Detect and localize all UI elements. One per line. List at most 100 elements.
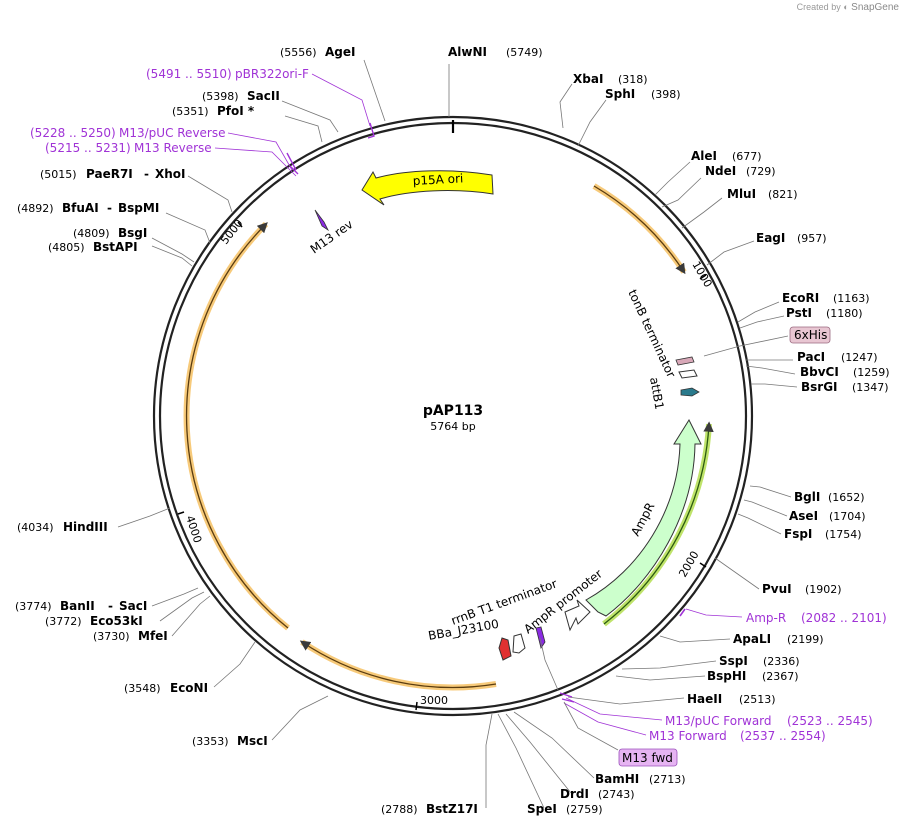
enzyme-mfei[interactable]: MfeI [138, 629, 168, 643]
leader-pfoi [284, 115, 323, 143]
enzyme-mlui[interactable]: MluI [727, 187, 756, 201]
leader-m13puc-rev [227, 132, 293, 171]
rrnb-terminator-arrow [512, 633, 526, 654]
enzyme-apali[interactable]: ApaLI [733, 632, 771, 646]
primer-pbr322ori-f[interactable]: pBR322ori-F [235, 67, 309, 81]
leader-eagi [706, 240, 755, 266]
enzyme-bsrgi[interactable]: BsrGI [801, 380, 838, 394]
primer-range-m13puc-rev: (5228 .. 5250) [30, 126, 116, 140]
primer-m13-reverse[interactable]: M13 Reverse [134, 141, 212, 155]
enzyme-pos-bsphi: (2367) [762, 670, 799, 683]
enzyme-pos-mlui: (821) [768, 188, 798, 201]
enzyme-pos-bbvci: (1259) [853, 366, 890, 379]
orf-arrow-bottom [299, 640, 497, 689]
enzyme-pfoi[interactable]: PfoI * [217, 104, 255, 118]
tick-5000: 5000 [218, 217, 245, 247]
enzyme-hindiii[interactable]: HindIII [63, 520, 108, 534]
primer-range-m13puc-fwd: (2523 .. 2545) [787, 714, 873, 728]
leader-m13-rev [214, 147, 297, 177]
ampr-arrow [585, 418, 702, 617]
enzyme-paer7i[interactable]: PaeR7I [86, 167, 133, 181]
enzyme-pos-pvui: (1902) [805, 583, 842, 596]
orf-arrow-top-right [593, 185, 686, 275]
enzyme-xhoi[interactable]: XhoI [155, 167, 186, 181]
plasmid-name: pAP113 [423, 403, 483, 419]
plasmid-length: 5764 bp [430, 420, 475, 433]
tick-mark-2000 [699, 562, 707, 568]
enzyme-econi[interactable]: EcoNI [170, 681, 208, 695]
leader-xbai [559, 83, 573, 129]
enzyme-ndei[interactable]: NdeI [705, 164, 736, 178]
enzyme-bgli[interactable]: BglI [794, 490, 820, 504]
orf-arcs [183, 183, 714, 691]
enzyme-banii[interactable]: BanII [60, 599, 95, 613]
tick-4000: 4000 [183, 514, 204, 545]
primer-m13puc-reverse[interactable]: M13/pUC Reverse [119, 126, 226, 140]
enzyme-msci[interactable]: MscI [237, 734, 268, 748]
leader-sspi [621, 660, 717, 670]
primer-range-m13-fwd: (2537 .. 2554) [740, 729, 826, 743]
his-tag-label[interactable]: 6xHis [794, 328, 827, 342]
m13-rev-label: M13 rev [308, 217, 356, 256]
enzyme-drdi[interactable]: DrdI [560, 787, 589, 801]
enzyme-pos-ndei: (729) [746, 165, 776, 178]
enzyme-sphi[interactable]: SphI [605, 87, 635, 101]
enzyme-pos-bsrgi: (1347) [852, 381, 889, 394]
enzyme-pos-msci: (3353) [192, 735, 229, 748]
enzyme-sacii[interactable]: SacII [247, 89, 280, 103]
enzyme-paci[interactable]: PacI [797, 350, 825, 364]
leader-drdi [505, 713, 572, 794]
enzyme-pvui[interactable]: PvuI [762, 582, 792, 596]
leader-spei [497, 713, 545, 809]
enzyme-pos-drdi: (2743) [598, 788, 635, 801]
p15a-ori-label: p15A ori [412, 171, 463, 188]
enzyme-pos-hindiii: (4034) [17, 521, 54, 534]
leader-pvui [714, 557, 760, 590]
enzyme-bstz17i[interactable]: BstZ17I [426, 802, 478, 816]
enzyme-pos-paci: (1247) [841, 351, 878, 364]
m13-fwd-box[interactable] [618, 748, 678, 767]
leader-bspmi [165, 212, 211, 244]
orf-arrow-left [185, 222, 289, 629]
enzyme-eagi[interactable]: EagI [756, 231, 785, 245]
m13-rev-arrow [314, 209, 330, 232]
enzyme-bspmi[interactable]: BspMI [118, 201, 159, 215]
enzyme-alwni[interactable]: AlwNI [448, 45, 487, 59]
enzyme-psti[interactable]: PstI [786, 306, 812, 320]
enzyme-saci[interactable]: SacI [119, 599, 147, 613]
enzyme-agei[interactable]: AgeI [325, 45, 355, 59]
enzyme-asei[interactable]: AseI [789, 509, 818, 523]
m13-fwd-label[interactable]: M13 fwd [622, 751, 673, 765]
primer-amp-r[interactable]: Amp-R [746, 611, 786, 625]
enzyme-bsphi[interactable]: BspHI [707, 669, 746, 683]
enzyme-pos-alwni: (5749) [506, 46, 543, 59]
enzyme-haeii[interactable]: HaeII [687, 692, 722, 706]
leader-m13fwd-feature [539, 637, 559, 691]
enzyme-pos-agei: (5556) [280, 46, 317, 59]
leader-his [703, 335, 789, 357]
enzyme-xbai[interactable]: XbaI [573, 72, 603, 86]
enzyme-bamhi[interactable]: BamHI [595, 772, 639, 786]
primer-marks [286, 122, 686, 703]
primer-m13puc-forward[interactable]: M13/pUC Forward [665, 714, 772, 728]
his-tag-box[interactable] [789, 326, 831, 344]
leader-mfei [171, 595, 211, 637]
enzyme-bbvci[interactable]: BbvCI [800, 365, 839, 379]
enzyme-alei[interactable]: AleI [691, 149, 717, 163]
enzyme-spei[interactable]: SpeI [527, 802, 557, 816]
enzyme-pos-sphi: (398) [651, 88, 681, 101]
primer-m13-forward[interactable]: M13 Forward [649, 729, 727, 743]
enzyme-eco53ki[interactable]: Eco53kI [90, 614, 143, 628]
leader-msci [271, 695, 329, 741]
enzyme-bsgi[interactable]: BsgI [118, 226, 147, 240]
enzyme-pos-sacii: (5398) [202, 90, 239, 103]
enzyme-bfuai[interactable]: BfuAI [62, 201, 99, 215]
enzyme-sspi[interactable]: SspI [719, 654, 748, 668]
orf-arrow-right [603, 421, 714, 625]
leader-psti [739, 315, 785, 329]
enzyme-pos-bsgi: (4809) [73, 227, 110, 240]
enzyme-bstapi[interactable]: BstAPI [93, 240, 138, 254]
enzyme-ecori[interactable]: EcoRI [782, 291, 819, 305]
snapgene-credit: Created by ◐ SnapGene [797, 2, 899, 13]
enzyme-fspi[interactable]: FspI [784, 527, 812, 541]
